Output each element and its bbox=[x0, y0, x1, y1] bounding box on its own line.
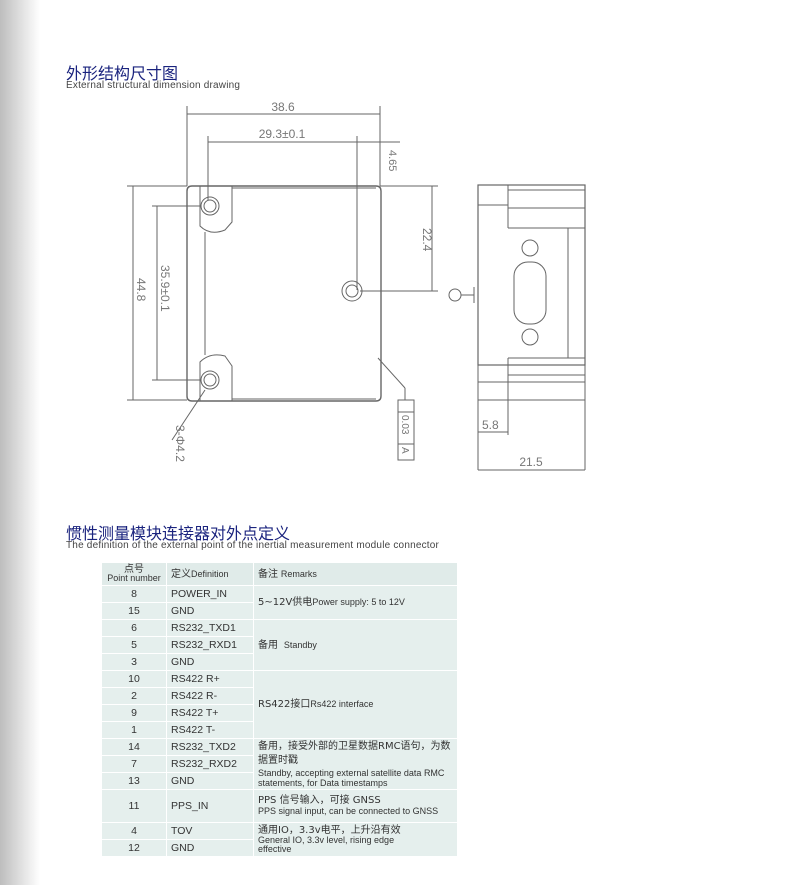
pin-definition: GND bbox=[167, 840, 253, 856]
remark-cell: 5~12V供电Power supply: 5 to 12V bbox=[254, 586, 457, 619]
dim-offset-label: 4.65 bbox=[386, 150, 398, 171]
pin-number: 11 bbox=[102, 790, 166, 822]
pin-number: 15 bbox=[102, 603, 166, 619]
section-title-cn: 外形结构尺寸图 bbox=[66, 64, 179, 83]
pin-definition: PPS_IN bbox=[167, 790, 253, 822]
pin-definition: RS422 T- bbox=[167, 722, 253, 738]
pin-number: 10 bbox=[102, 671, 166, 687]
pin-number: 9 bbox=[102, 705, 166, 721]
pin-definition: GND bbox=[167, 773, 253, 789]
pin-number: 8 bbox=[102, 586, 166, 602]
pin-definition: POWER_IN bbox=[167, 586, 253, 602]
pin-definition: RS232_TXD2 bbox=[167, 739, 253, 755]
pin-number: 7 bbox=[102, 756, 166, 772]
section-title-cn-2: 惯性测量模块连接器对外点定义 bbox=[66, 524, 291, 543]
pin-number: 12 bbox=[102, 840, 166, 856]
section-subtitle-en: External structural dimension drawing bbox=[66, 80, 241, 91]
pin-number: 6 bbox=[102, 620, 166, 636]
mount-hole-right bbox=[341, 280, 363, 302]
pin-definition: GND bbox=[167, 654, 253, 670]
header-point-cn: 点号 bbox=[124, 564, 144, 575]
tolerance-value: 0.03 bbox=[399, 415, 410, 435]
header-def-en: Definition bbox=[191, 568, 229, 579]
dim-width-label: 38.6 bbox=[271, 100, 295, 114]
header-point-en: Point number bbox=[107, 573, 161, 583]
pin-definition: RS422 T+ bbox=[167, 705, 253, 721]
dim-side-depth-label: 21.5 bbox=[519, 455, 543, 469]
remark-cell: 备用 Standby bbox=[254, 620, 457, 670]
pin-definition: GND bbox=[167, 603, 253, 619]
pin-definition: RS422 R- bbox=[167, 688, 253, 704]
pin-number: 4 bbox=[102, 823, 166, 839]
dim-hole-span-x-label: 29.3±0.1 bbox=[259, 127, 306, 141]
header-rem-en: Remarks bbox=[280, 568, 317, 579]
mount-hole-bottom bbox=[200, 370, 220, 390]
header-rem-cn: 备注 bbox=[258, 568, 278, 580]
dim-hole-span-y-label: 35.9±0.1 bbox=[158, 265, 172, 312]
db-connector bbox=[513, 261, 547, 325]
pin-definition: RS232_TXD1 bbox=[167, 620, 253, 636]
pin-number: 3 bbox=[102, 654, 166, 670]
dimension-drawing: 38.6 29.3±0.1 4.65 22.4 44.8 35.9±0.1 3-… bbox=[127, 100, 586, 471]
page-edge-shadow bbox=[0, 0, 40, 885]
pin-number: 2 bbox=[102, 688, 166, 704]
dim-height-label: 44.8 bbox=[134, 278, 148, 302]
pin-number: 5 bbox=[102, 637, 166, 653]
pin-definition: RS232_RXD1 bbox=[167, 637, 253, 653]
header-def-cn: 定义 bbox=[171, 568, 191, 580]
remark-cell: RS422接口Rs422 interface bbox=[254, 671, 457, 738]
section-subtitle-en-2: The definition of the external point of … bbox=[66, 540, 440, 551]
tolerance-datum: A bbox=[399, 447, 410, 454]
pin-definition: TOV bbox=[167, 823, 253, 839]
pin-definition: RS422 R+ bbox=[167, 671, 253, 687]
dim-side-step-label: 5.8 bbox=[482, 418, 499, 432]
pin-number: 1 bbox=[102, 722, 166, 738]
dim-hole-y-label: 22.4 bbox=[420, 228, 434, 252]
dim-holes-label: 3-Φ4.2 bbox=[173, 425, 187, 462]
pin-number: 14 bbox=[102, 739, 166, 755]
pin-number: 13 bbox=[102, 773, 166, 789]
mount-hole-top bbox=[200, 196, 220, 216]
pin-definition: RS232_RXD2 bbox=[167, 756, 253, 772]
